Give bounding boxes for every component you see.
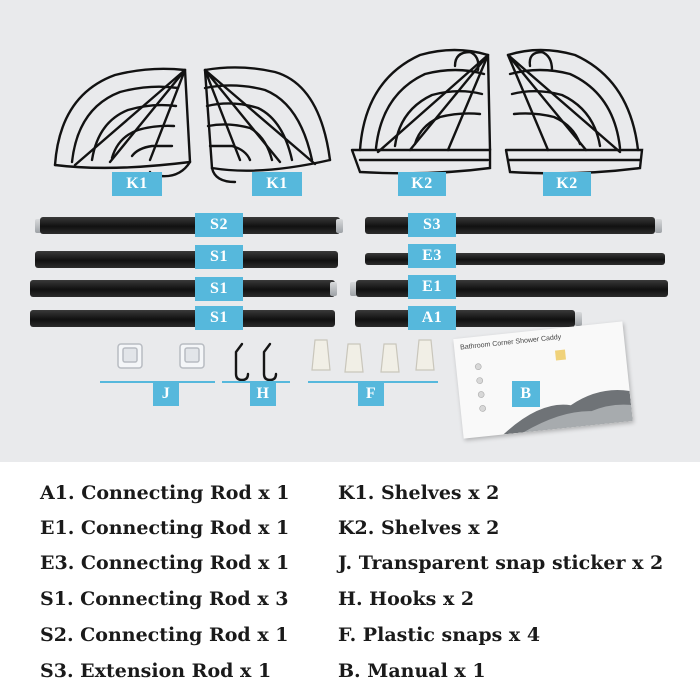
hook-icon xyxy=(234,342,278,382)
rod-e1-cap xyxy=(350,282,357,296)
legend-s2: S2. Connecting Rod x 1 xyxy=(40,624,289,646)
legend-f: F. Plastic snaps x 4 xyxy=(338,624,541,646)
label-s2: S2 xyxy=(195,213,243,237)
label-k2-left: K2 xyxy=(398,172,446,196)
label-s1-a: S1 xyxy=(195,245,243,269)
legend-a1: A1. Connecting Rod x 1 xyxy=(40,482,290,504)
parts-legend: A1. Connecting Rod x 1 E1. Connecting Ro… xyxy=(0,462,700,700)
rod-s2-cap-right xyxy=(336,219,343,233)
label-s3: S3 xyxy=(408,213,456,237)
snap-sticker-icon xyxy=(117,343,205,369)
shelf-k1-left xyxy=(53,67,192,188)
manual-booklet: Bathroom Corner Shower Caddy xyxy=(453,321,633,439)
plastic-snap-icon xyxy=(311,339,435,373)
shelf-k1-right xyxy=(203,66,332,184)
label-k1-right: K1 xyxy=(252,172,302,196)
label-e1: E1 xyxy=(408,275,456,299)
manual-illustration xyxy=(474,349,633,435)
rod-s1-b xyxy=(30,280,335,297)
product-photo: K1 K1 K2 K2 S2 S1 S1 S1 S3 E3 E1 A1 xyxy=(0,0,700,462)
legend-e3: E3. Connecting Rod x 1 xyxy=(40,552,290,574)
legend-k1: K1. Shelves x 2 xyxy=(338,482,500,504)
legend-h: H. Hooks x 2 xyxy=(338,588,475,610)
legend-e1: E1. Connecting Rod x 1 xyxy=(40,517,290,539)
shelves-graphic xyxy=(53,48,644,188)
rod-s1-b-cap xyxy=(330,282,337,296)
rod-s2 xyxy=(40,217,340,234)
label-b: B xyxy=(512,381,540,407)
legend-j: J. Transparent snap sticker x 2 xyxy=(338,552,664,574)
rod-s2-cap-left xyxy=(35,219,42,233)
rod-s1-a xyxy=(35,251,338,268)
shelf-k2-left xyxy=(350,48,492,175)
label-k2-right: K2 xyxy=(543,172,591,196)
label-h: H xyxy=(250,382,276,406)
label-j: J xyxy=(153,382,179,406)
rod-s1-c xyxy=(30,310,335,327)
rod-a1 xyxy=(355,310,575,327)
legend-s3: S3. Extension Rod x 1 xyxy=(40,660,272,682)
legend-k2: K2. Shelves x 2 xyxy=(338,517,500,539)
legend-b: B. Manual x 1 xyxy=(338,660,486,682)
label-k1-left: K1 xyxy=(112,172,162,196)
shelf-k2-right xyxy=(504,48,644,175)
rod-a1-cap xyxy=(575,312,582,326)
label-e3: E3 xyxy=(408,244,456,268)
label-s1-b: S1 xyxy=(195,277,243,301)
label-s1-c: S1 xyxy=(195,306,243,330)
legend-s1: S1. Connecting Rod x 3 xyxy=(40,588,289,610)
rod-s3-cap xyxy=(655,219,662,233)
rod-e1 xyxy=(356,280,668,297)
label-f: F xyxy=(358,382,384,406)
label-a1: A1 xyxy=(408,306,456,330)
small-parts-graphic xyxy=(117,339,435,382)
